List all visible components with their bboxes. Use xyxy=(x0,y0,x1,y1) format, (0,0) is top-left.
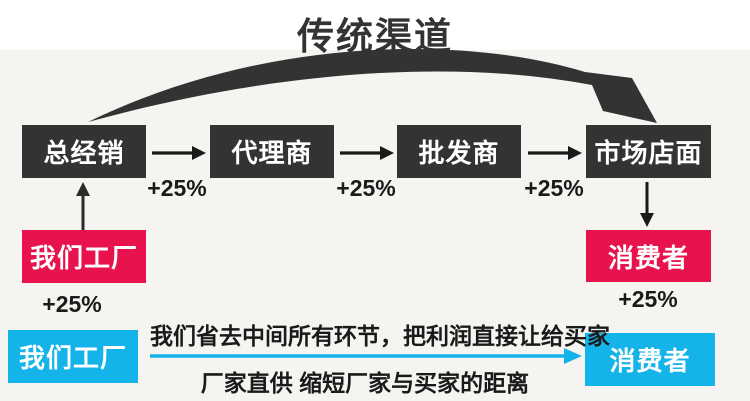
right-arrow-icon xyxy=(528,146,582,160)
direct-benefit-line2: 厂家直供 缩短厂家与买家的距离 xyxy=(200,370,530,396)
top-band xyxy=(0,0,750,50)
markup-label: +25% xyxy=(147,175,207,201)
stage-box-storefront: 市场店面 xyxy=(586,125,711,178)
markup-label: +25% xyxy=(524,175,584,201)
markup-label: +25% xyxy=(42,291,102,317)
stage-box-distributor: 总经销 xyxy=(22,125,146,178)
consumer-box-direct: 消费者 xyxy=(585,333,715,386)
factory-label: 我们工厂 xyxy=(18,343,127,373)
direct-benefit-line1: 我们省去中间所有环节，把利润直接让给买家 xyxy=(150,323,610,349)
right-arrow-icon xyxy=(340,146,394,160)
stage-box-agent: 代理商 xyxy=(210,125,334,178)
markup-label: +25% xyxy=(618,286,678,312)
stage-box-wholesaler: 批发商 xyxy=(397,125,521,178)
up-arrow-icon xyxy=(76,182,90,230)
consumer-label: 消费者 xyxy=(607,242,689,273)
consumer-box-traditional: 消费者 xyxy=(586,230,711,282)
factory-label: 我们工厂 xyxy=(29,243,138,273)
blue-right-arrow-icon xyxy=(150,348,582,364)
swoosh-arrow-icon xyxy=(88,48,657,123)
down-arrow-icon xyxy=(640,182,654,227)
consumer-label: 消费者 xyxy=(609,346,691,376)
right-arrow-icon xyxy=(152,146,206,160)
stage-label: 总经销 xyxy=(43,138,125,168)
stage-label: 代理商 xyxy=(231,138,313,168)
factory-box-direct: 我们工厂 xyxy=(8,330,138,383)
stage-label: 市场店面 xyxy=(594,138,703,168)
stage-label: 批发商 xyxy=(418,138,500,168)
factory-box-traditional: 我们工厂 xyxy=(22,230,146,283)
markup-label: +25% xyxy=(336,175,396,201)
